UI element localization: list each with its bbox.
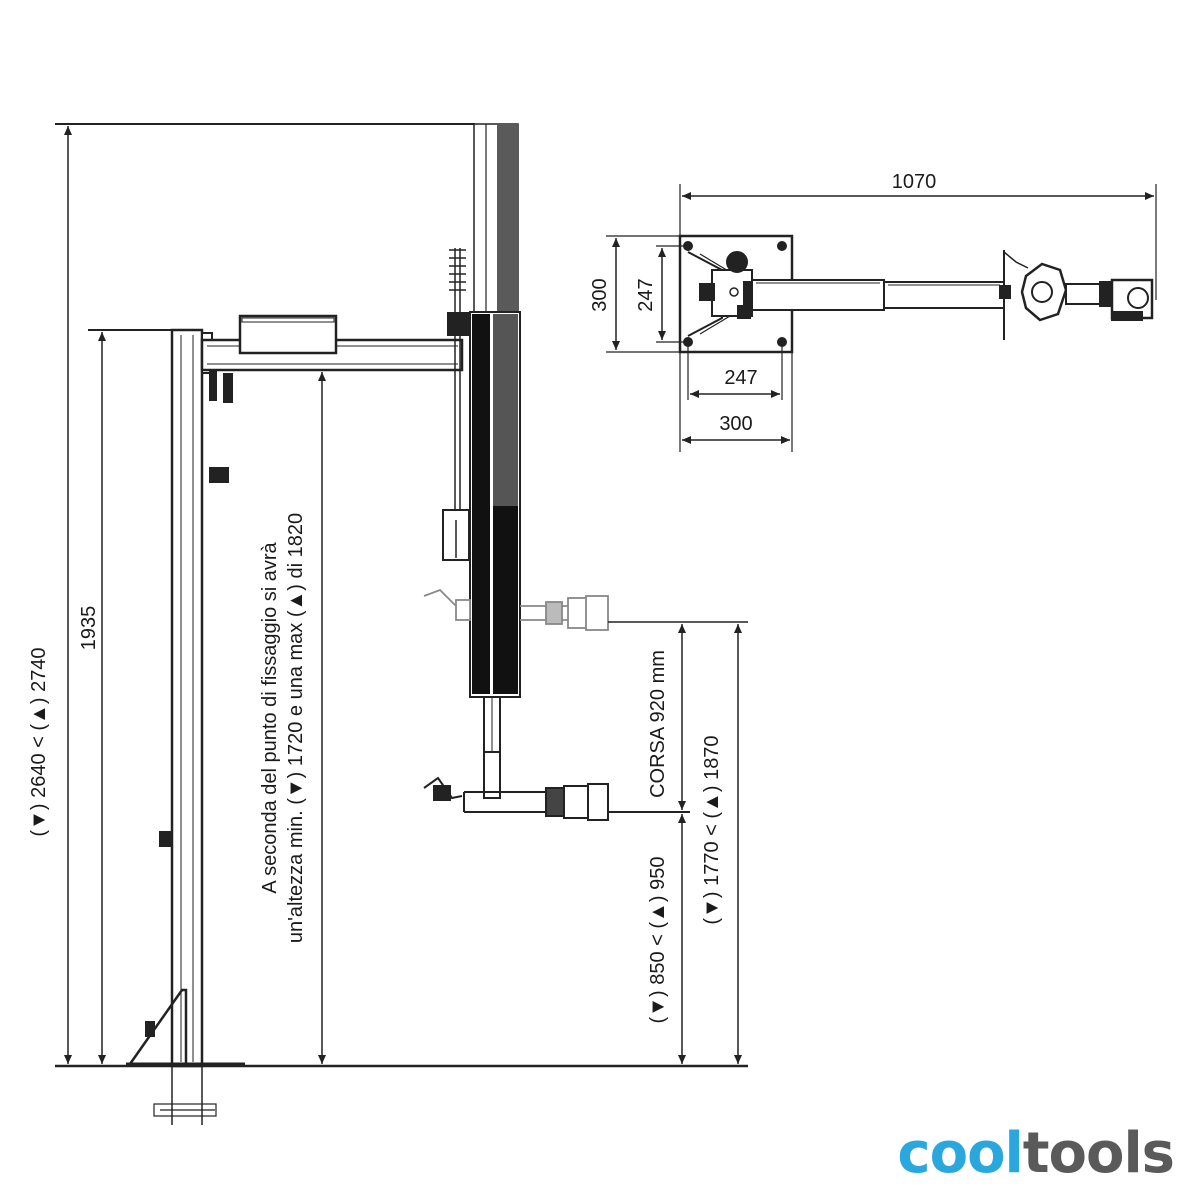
lower-height-label: (▼) 850 < (▲) 950 (647, 857, 669, 1024)
top-view (606, 184, 1157, 452)
mount-note-line1: A seconda del punto di fissaggio si avrà (259, 541, 281, 893)
total-height-label: (▼) 2640 < (▲) 2740 (28, 647, 50, 836)
plate-height-outer-label: 300 (589, 278, 611, 311)
logo-part-tools: tools (1022, 1121, 1175, 1186)
top-view-arm (751, 279, 885, 311)
tool-holder-upper (423, 588, 609, 631)
plate-width-inner-label: 247 (724, 367, 757, 389)
stroke-label: CORSA 920 mm (647, 650, 669, 798)
pillar (170, 328, 204, 1068)
pillar-base-gusset (128, 988, 188, 1065)
mount-note-line2: un'altezza min. (▼) 1720 e una max (▲) d… (285, 513, 307, 943)
column-height-label: 1935 (78, 606, 100, 651)
plate-height-inner-label: 247 (635, 278, 657, 311)
tool-holder-lower (423, 751, 690, 821)
reach-label: 1070 (892, 171, 937, 193)
side-view (55, 123, 748, 1125)
logo-part-cool: cool (897, 1121, 1023, 1186)
cooltools-logo: cooltools (897, 1126, 1175, 1182)
plate-width-outer-label: 300 (719, 413, 752, 435)
upper-height-label: (▼) 1770 < (▲) 1870 (701, 735, 723, 924)
